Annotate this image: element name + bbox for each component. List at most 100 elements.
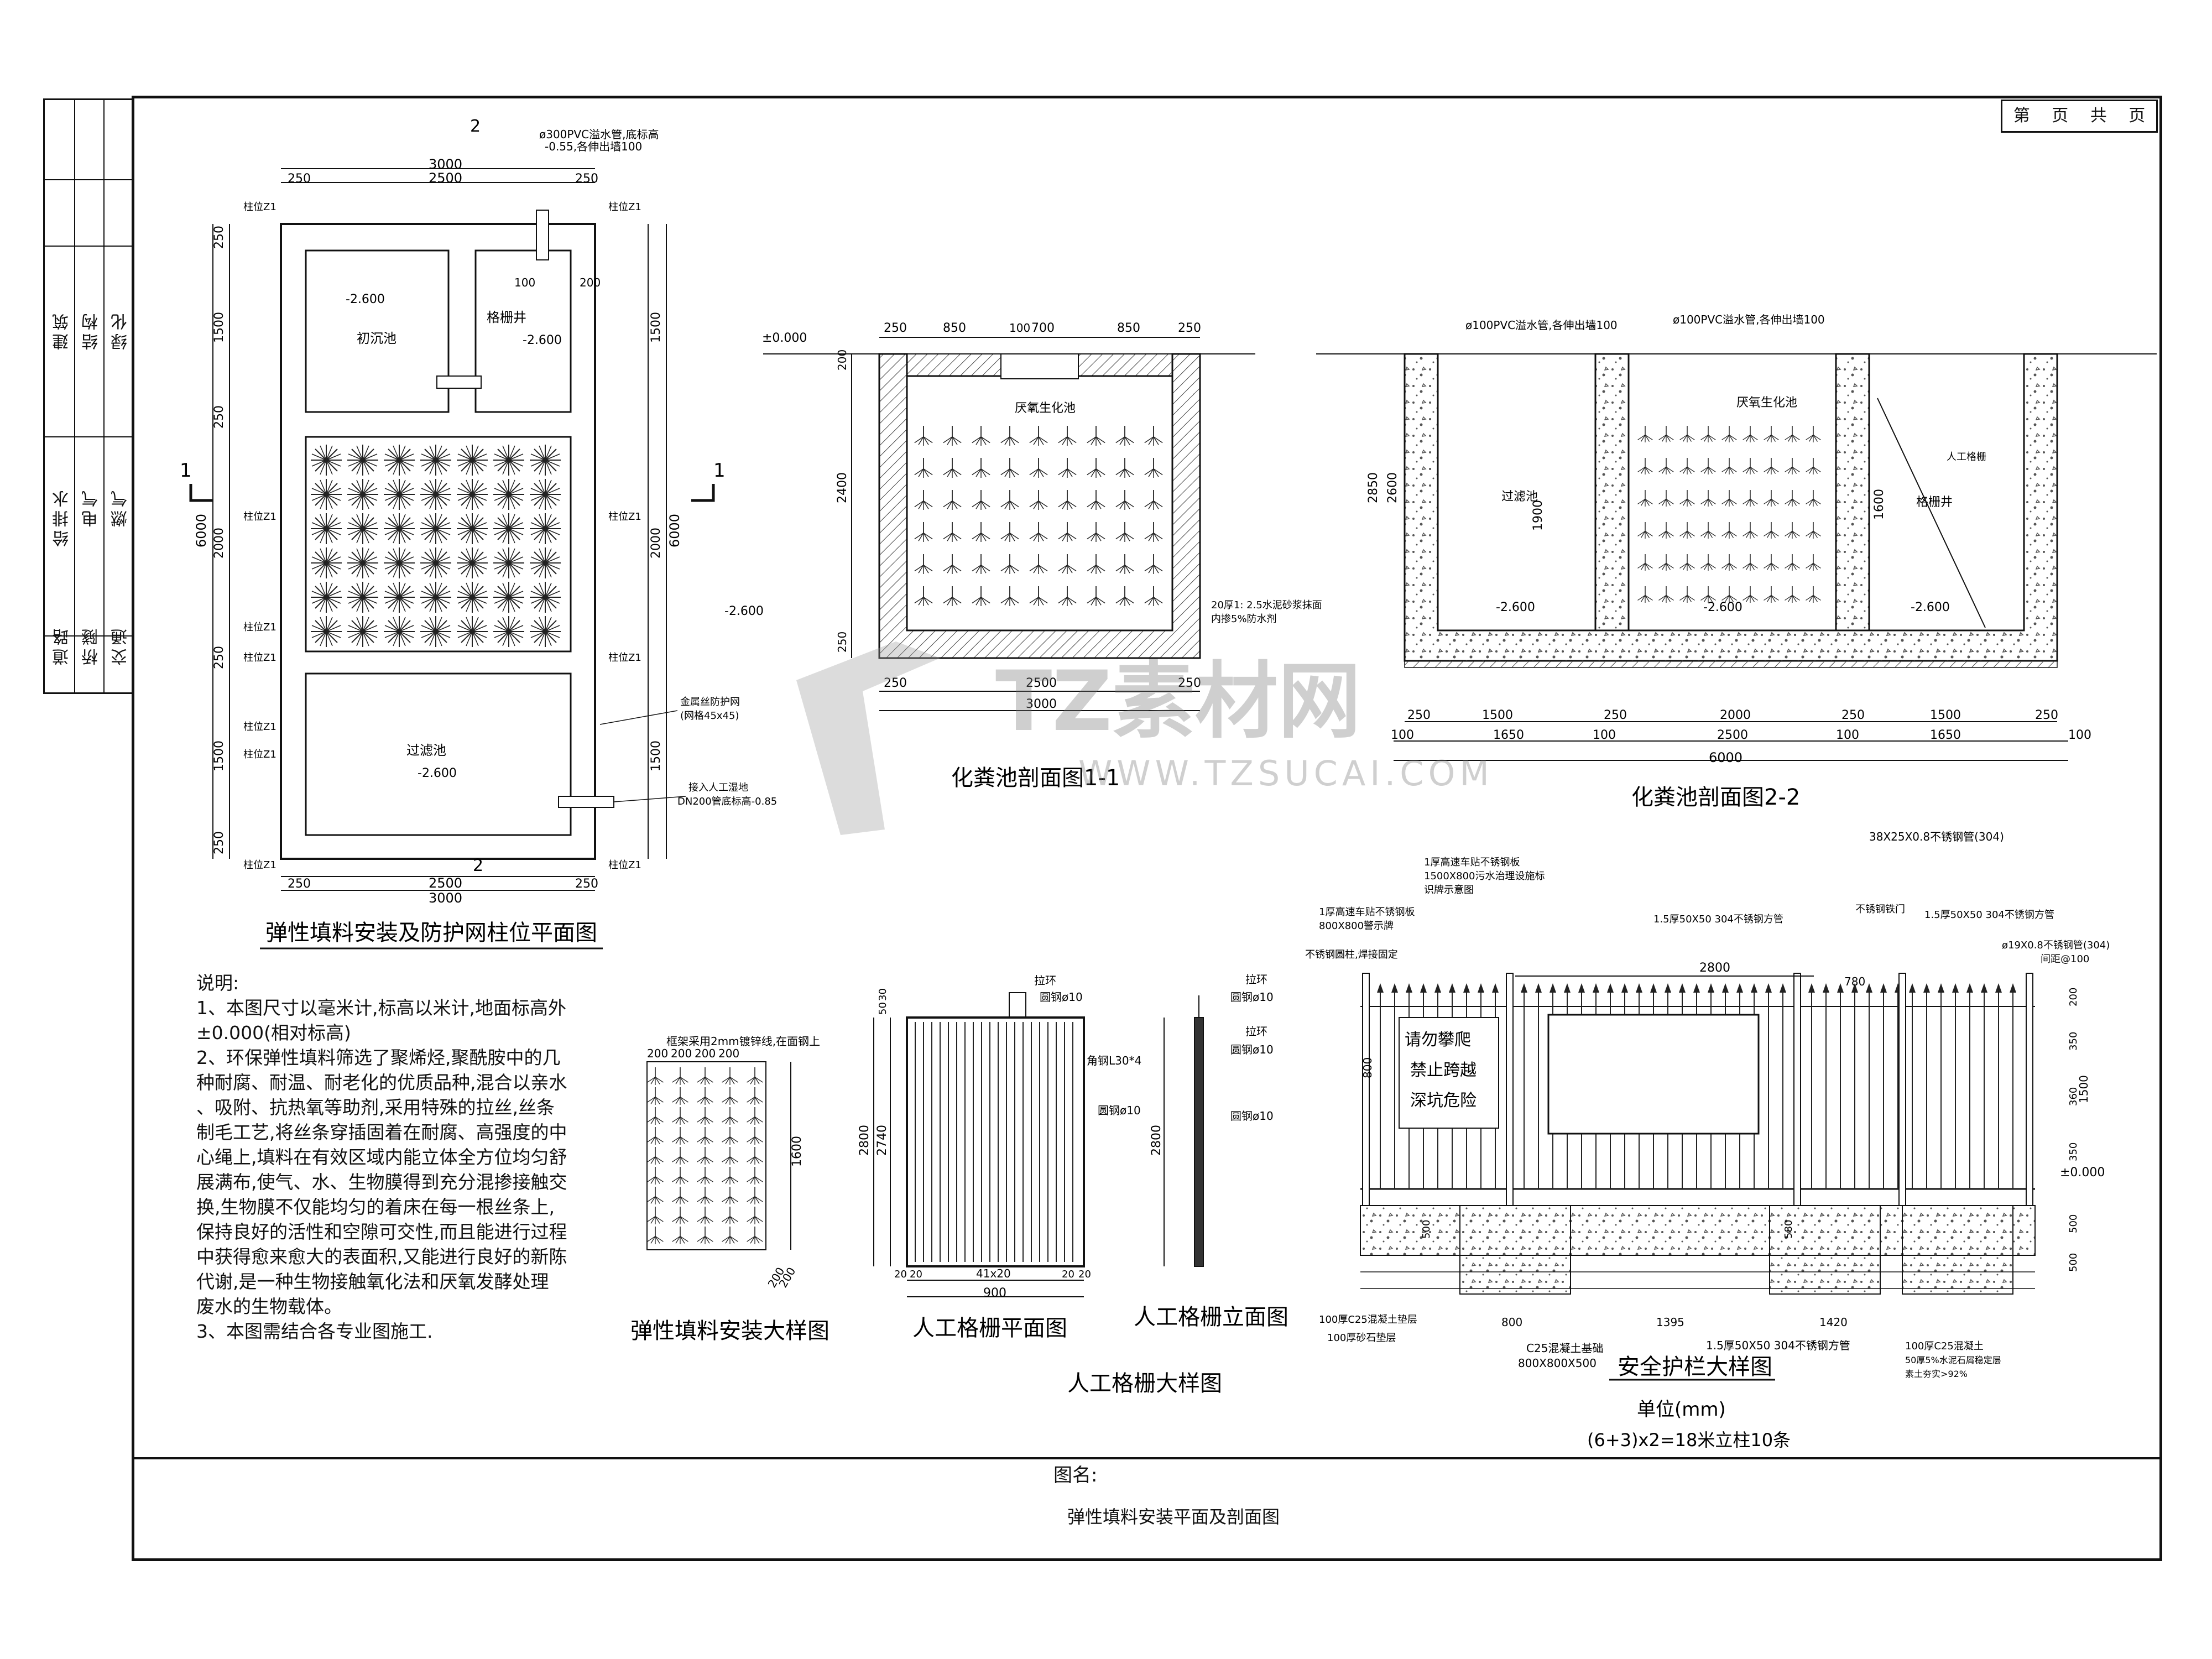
section2-tank-left: 过滤池: [1501, 490, 1538, 504]
plan-dim-right: 1500: [649, 740, 663, 771]
section2-dim-1900: 1900: [1531, 500, 1545, 531]
section1-dim-200: 200: [836, 349, 849, 371]
section1-bottom-total: 3000: [1026, 697, 1057, 711]
filler-dim-top: 200: [695, 1047, 716, 1060]
post-label: 柱位Z1: [608, 652, 641, 664]
post-label: 柱位Z1: [608, 201, 641, 213]
grate-plan-caption: 人工格栅平面图: [912, 1316, 1067, 1341]
fence-note-11: 100厚C25混凝土垫层: [1319, 1314, 1417, 1326]
page-label-di: 第: [2013, 106, 2030, 126]
section-mark-1-right: 1: [713, 460, 726, 482]
section2-total: 6000: [1709, 750, 1743, 765]
top-pipe-note-2: -0.55,各伸出墙100: [545, 140, 642, 153]
fence-note-8: ø19X0.8不锈钢管(304): [2002, 940, 2110, 951]
plan-dim-left: 1500: [212, 740, 226, 771]
room-label-screen: 格栅井: [487, 310, 526, 325]
sign-line: 请勿攀爬: [1405, 1030, 1471, 1050]
fence-note-8b: 间距@100: [2041, 953, 2089, 965]
title-block-label: 图名:: [1053, 1464, 1098, 1486]
notes-title: 说明:: [196, 972, 239, 994]
section1-elev-bottom: -2.600: [724, 604, 764, 618]
pipe-note-right: ø100PVC溢水管,各伸出墙100: [1673, 313, 1825, 326]
fence-dim-500b: 500: [2068, 1253, 2079, 1272]
plan-dim-mid-bottom: 2500: [429, 875, 462, 891]
fence-unit: 单位(mm): [1637, 1399, 1726, 1421]
sidebar-group-3: [45, 247, 133, 437]
section2-dim: 250: [1841, 708, 1865, 722]
frame-note: 框架采用2mm镀锌线,在面钢上: [666, 1035, 820, 1048]
section2-dim: 1650: [1930, 728, 1961, 742]
fence-dim-780: 780: [1844, 975, 1865, 988]
filler-dim-top: 200: [647, 1047, 668, 1060]
section-1-1: 厌氧生化池 ±0.000 -2.600 2400 200 250 250 850…: [724, 321, 1322, 791]
filler-detail-caption: 弹性填料安装大样图: [630, 1318, 830, 1344]
fence-dim-2800: 2800: [1699, 961, 1730, 975]
room-label-sediment: 初沉池: [357, 331, 397, 346]
grate-detail-caption: 人工格栅大样图: [1067, 1371, 1222, 1396]
section-2-2: 厌氧生化池 过滤池 格栅井 人工格栅 ø100PVC溢水管,各伸出墙100 ø1…: [1316, 313, 2157, 810]
grate-dim-50: 50: [877, 1002, 889, 1015]
post-label: 柱位Z1: [243, 511, 276, 523]
mesh-note: 金属丝防护网: [680, 696, 740, 708]
outlet-note: 接入人工湿地: [688, 782, 748, 794]
fence-note-3: 不锈钢圆柱,焊接固定: [1305, 949, 1398, 961]
fence-dim-1500: 1500: [2077, 1075, 2090, 1103]
plan-elev-filter: -2.600: [418, 766, 457, 780]
section-mark-2-top: 2: [470, 117, 481, 136]
section1-top-dim: 700: [1031, 321, 1055, 335]
post-label: 柱位Z1: [243, 622, 276, 633]
fence-dim-500c: 500: [1421, 1220, 1432, 1239]
watermark-url: WWW.TZSUCAI.COM: [1078, 753, 1494, 794]
grate-elev-rod3: 圆钢ø10: [1230, 1109, 1274, 1123]
fence-note-9: 1.5厚50X50 304不锈钢方管: [1706, 1339, 1850, 1352]
section2-dim: 1650: [1493, 728, 1524, 742]
section1-top-dim: 100: [1009, 321, 1030, 335]
section2-dim: 100: [1593, 728, 1616, 742]
post-label: 柱位Z1: [608, 511, 641, 523]
fence-dim-580: 580: [1783, 1220, 1794, 1239]
sidebar-group-2: [45, 180, 133, 247]
post-label: 柱位Z1: [243, 721, 276, 733]
post-label: 柱位Z1: [243, 749, 276, 760]
plan-dim-left: 1500: [212, 312, 226, 343]
plan-dim-left: 250: [212, 831, 226, 854]
mesh-note-2: (网格45x45): [680, 710, 739, 722]
section1-top-dim: 850: [943, 321, 966, 335]
filler-detail: 框架采用2mm镀锌线,在面钢上 200 200 200 200 1600 200…: [630, 1035, 830, 1344]
post-label: 柱位Z1: [243, 859, 276, 871]
notes-line: 换,生物膜不仅能均匀的着床在每一根丝条上,: [196, 1196, 555, 1218]
fence-dim-1420: 1420: [1819, 1316, 1848, 1329]
grate-angle-label: 角钢L30*4: [1087, 1054, 1141, 1067]
watermark: TZ素材网 WWW.TZSUCAI.COM: [796, 641, 1494, 835]
section1-dim-2400: 2400: [836, 472, 849, 503]
fence-note-7: 38X25X0.8不锈钢管(304): [1869, 830, 2004, 843]
fence-elev: ±0.000: [2060, 1166, 2105, 1180]
post-label: 柱位Z1: [608, 859, 641, 871]
fence-note-10b: 800X800X500: [1518, 1357, 1597, 1370]
grate-elev-ring2: 拉环: [1245, 1025, 1267, 1038]
section2-dim: 250: [2035, 708, 2058, 722]
plan-elev-sediment: -2.600: [346, 293, 385, 306]
fence-note-1: 1厚高速车贴不锈钢板: [1424, 857, 1520, 868]
fence-note-4: 1.5厚50X50 304不锈钢方管: [1653, 914, 1783, 925]
filler-zone: [305, 436, 572, 653]
section1-dim-250: 250: [836, 632, 849, 653]
plan-dim-side: 250: [575, 877, 598, 891]
section2-elev: -2.600: [1911, 601, 1950, 614]
plan-dim-side: 250: [575, 172, 598, 186]
room-label-filter: 过滤池: [406, 743, 446, 758]
notes-line: 废水的生物载体。: [196, 1296, 342, 1317]
grate-elevation: 拉环 圆钢ø10 拉环 圆钢ø10 圆钢ø10 2800 人工格栅立面图 人工格…: [1067, 973, 1288, 1396]
plan-dim-100: 100: [514, 276, 535, 289]
fence-dim-350: 350: [2068, 1032, 2079, 1051]
section1-top-dim: 250: [1178, 321, 1201, 335]
fence-dim-800b: 800: [1501, 1316, 1522, 1329]
drawing-title: 弹性填料安装平面及剖面图: [1067, 1506, 1280, 1527]
sign-line: 禁止跨越: [1410, 1061, 1477, 1080]
fence-note-1c: 识牌示意图: [1424, 884, 1474, 896]
plan-view: 1 1 2 2 3000 2500 250 250 2500 3000 250 …: [180, 117, 777, 950]
plan-dim-left: 250: [212, 226, 226, 249]
section2-elev: -2.600: [1496, 601, 1535, 614]
fence-note-2b: 800X800警示牌: [1319, 920, 1394, 932]
section1-elev-top: ±0.000: [762, 331, 807, 345]
